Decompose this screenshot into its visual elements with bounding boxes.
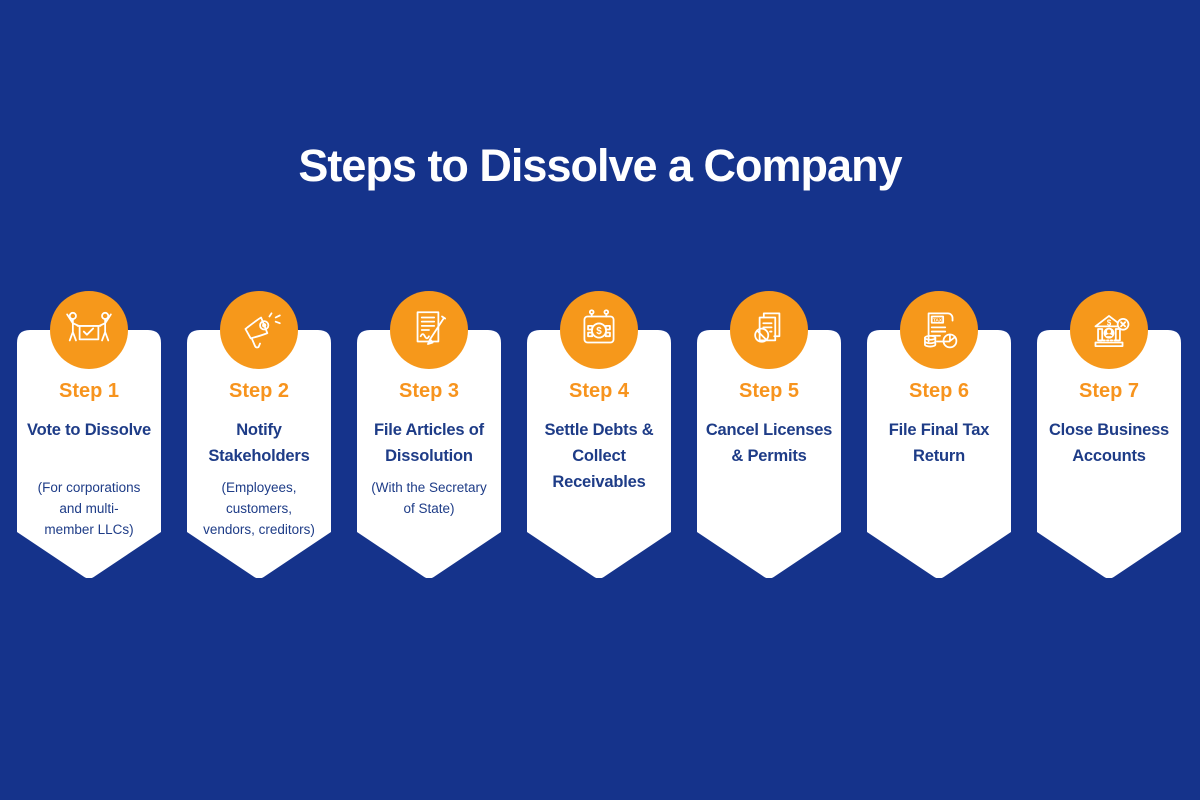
step-label: Step 6 — [908, 380, 970, 402]
step-title: Vote to Dissolve — [27, 421, 151, 439]
step-card-3: Step 3 File Articles of Dissolution (Wit… — [357, 291, 501, 583]
step-title: File Articles of Dissolution — [374, 421, 484, 465]
step-title: Cancel Licenses & Permits — [705, 421, 833, 465]
dollar-glyph: $ — [1107, 318, 1112, 327]
step-label: Step 3 — [398, 380, 460, 402]
step-subtitle: (For corporations and multi- member LLCs… — [37, 480, 141, 537]
step-card-7: $ Step 7 Close Business Accounts — [1037, 291, 1181, 583]
banner-shape — [357, 330, 501, 578]
step-label: Step 4 — [568, 380, 630, 402]
vote-ballot-icon — [50, 291, 128, 369]
banner-shape — [1037, 330, 1181, 578]
banner-shape — [697, 330, 841, 578]
megaphone-icon — [220, 291, 298, 369]
step-title: Notify Stakeholders — [208, 421, 310, 465]
step-label: Step 2 — [228, 380, 290, 402]
step-subtitle: (Employees, customers, vendors, creditor… — [203, 480, 315, 537]
banner-shape — [17, 330, 161, 578]
dollar-glyph: $ — [596, 326, 602, 337]
tax-glyph: TAX — [933, 317, 943, 323]
step-label: Step 5 — [738, 380, 800, 402]
tax-return-icon: TAX — [900, 291, 978, 369]
step-card-1: Step 1 Vote to Dissolve (For corporation… — [17, 291, 161, 583]
document-signing-icon — [390, 291, 468, 369]
step-card-4: $ Step 4 Settle Debts & Collect Receivab… — [527, 291, 671, 583]
calendar-dollar-icon: $ — [560, 291, 638, 369]
step-title: Close Business Accounts — [1048, 421, 1170, 465]
bank-closed-icon: $ — [1070, 291, 1148, 369]
step-card-6: TAX Step 6 File Final Tax Return — [867, 291, 1011, 583]
step-label: Step 1 — [58, 380, 120, 402]
step-title: File Final Tax Return — [888, 421, 990, 465]
page-title: Steps to Dissolve a Company — [298, 140, 902, 191]
banner-shape — [867, 330, 1011, 578]
cancel-documents-icon — [730, 291, 808, 369]
steps-row: Step 1 Vote to Dissolve (For corporation… — [17, 291, 1181, 583]
banner-shape — [187, 330, 331, 578]
step-label: Step 7 — [1078, 380, 1140, 402]
step-card-2: Step 2 Notify Stakeholders (Employees, c… — [187, 291, 331, 583]
step-subtitle: (With the Secretary of State) — [371, 480, 487, 516]
banner-shape — [527, 330, 671, 578]
step-title: Settle Debts & Collect Receivables — [544, 421, 654, 491]
step-card-5: Step 5 Cancel Licenses & Permits — [697, 291, 841, 583]
